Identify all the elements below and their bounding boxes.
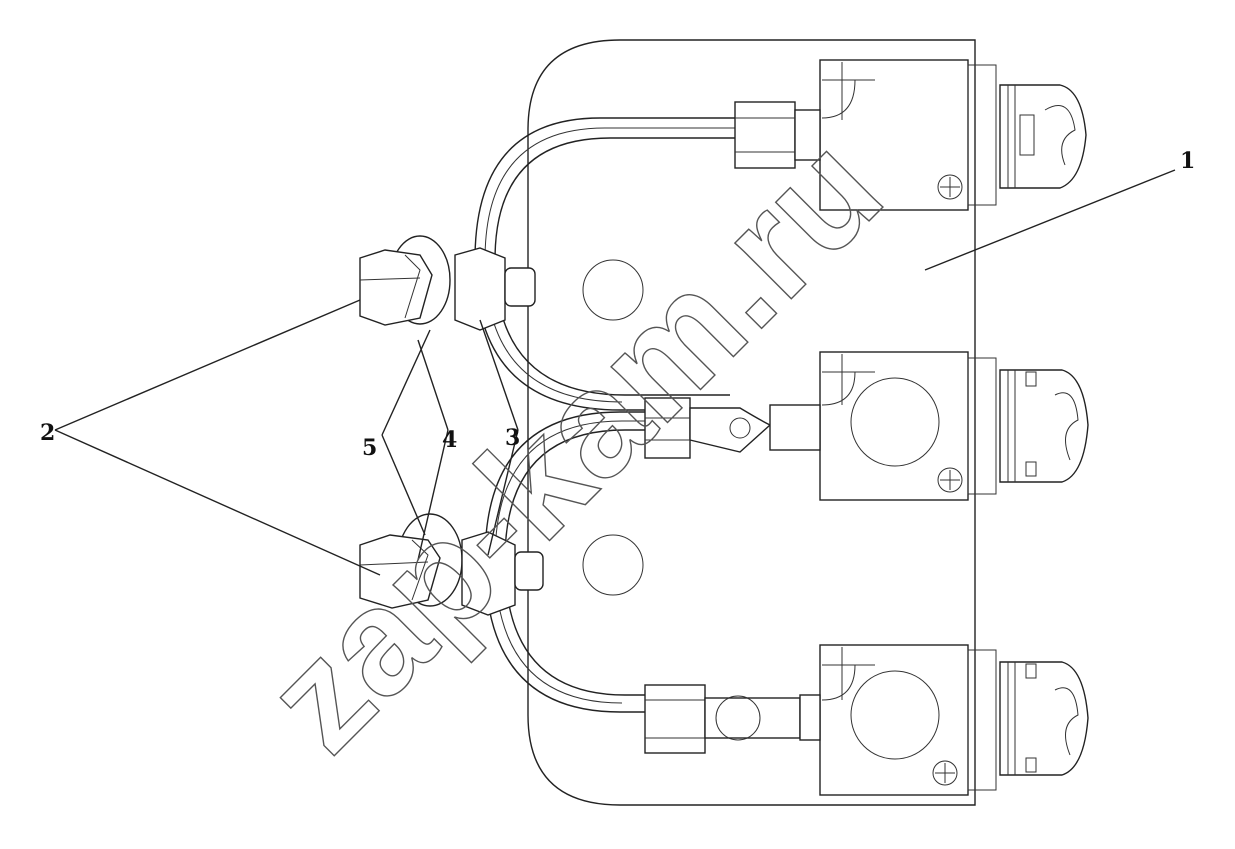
- leader-lines: [54, 169, 1176, 576]
- callout-label-5: 5: [362, 435, 377, 461]
- callout-label-2: 2: [40, 420, 55, 446]
- callout-label-3: 3: [505, 425, 520, 451]
- valve-block-bottom: [819, 644, 1089, 796]
- upper-bolt-assembly: [359, 235, 536, 331]
- valve-block-middle: [819, 351, 1089, 501]
- middle-fitting: [644, 397, 821, 459]
- callout-label-4: 4: [442, 427, 457, 453]
- plate-hole-lower: [582, 534, 644, 596]
- mounting-plate: [527, 39, 976, 806]
- plate-hole-upper: [582, 259, 644, 321]
- callout-label-1: 1: [1180, 148, 1195, 174]
- valve-block-top: [819, 59, 1087, 211]
